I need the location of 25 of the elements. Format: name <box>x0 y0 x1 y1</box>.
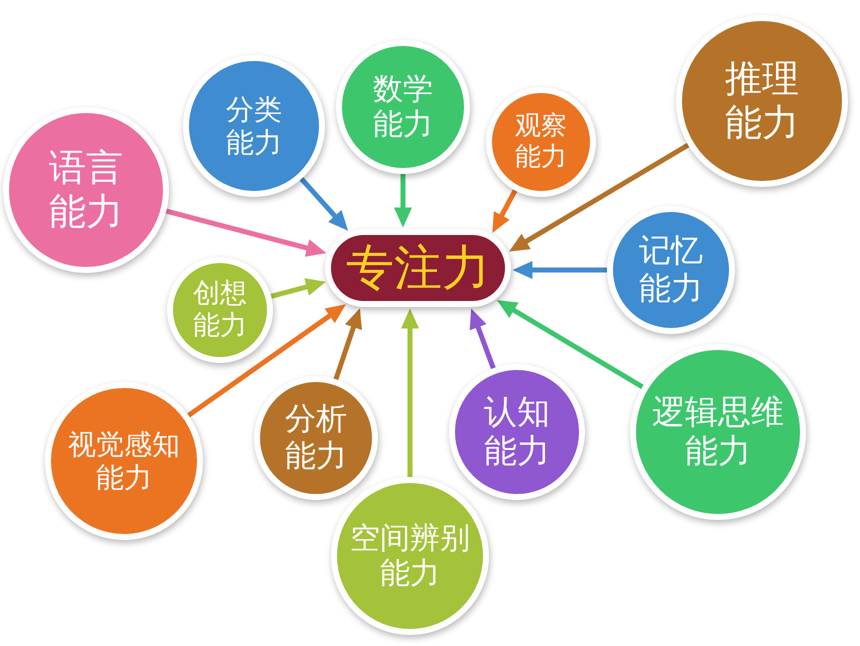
arrow <box>401 308 419 477</box>
node-label: 观察能力 <box>514 111 568 173</box>
node-label: 认知能力 <box>483 393 551 471</box>
node-label: 专注力 <box>345 240 491 296</box>
arrow <box>187 302 347 418</box>
arrow <box>490 189 518 234</box>
arrow <box>300 177 350 232</box>
node-label: 空间辨别能力 <box>349 520 471 592</box>
node-label: 创想能力 <box>192 278 248 342</box>
arrow <box>334 308 362 380</box>
node-label: 语言能力 <box>48 146 124 234</box>
arrow <box>508 142 690 254</box>
node-label: 视觉感知能力 <box>67 428 181 494</box>
arrow <box>166 208 327 257</box>
arrow <box>270 278 326 299</box>
node-label: 数学能力 <box>372 72 434 142</box>
node-label: 分类能力 <box>225 92 283 160</box>
arrow <box>468 308 496 370</box>
arrow <box>512 261 607 279</box>
node-label: 分析能力 <box>284 401 348 475</box>
arrow <box>394 174 412 228</box>
node-label: 逻辑思维能力 <box>651 393 785 471</box>
arrow <box>496 298 644 390</box>
node-label: 记忆能力 <box>638 232 704 308</box>
node-label: 推理能力 <box>724 57 800 145</box>
